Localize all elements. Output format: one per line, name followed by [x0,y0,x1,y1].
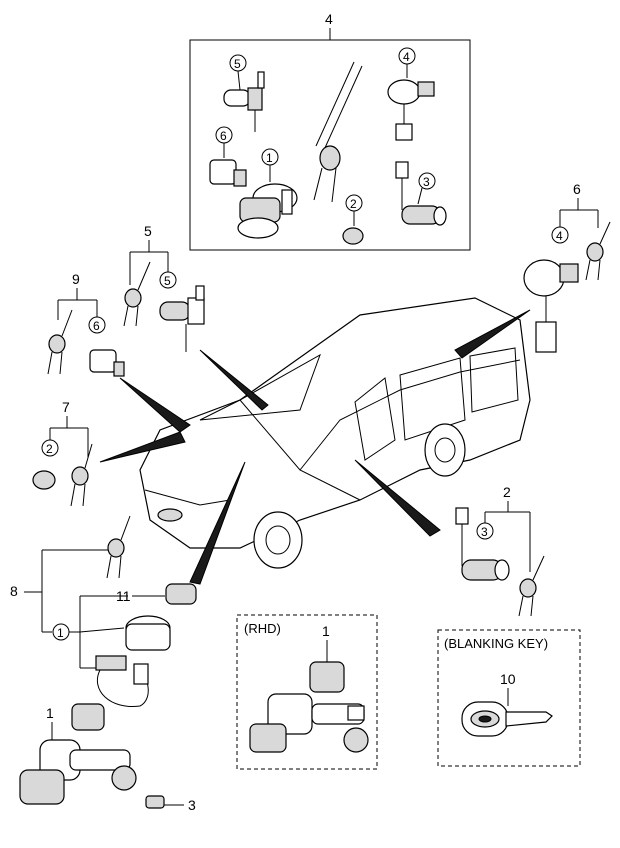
callout-2-sub: 2 [46,442,53,456]
callout-5-sub: 5 [164,274,171,288]
callout-4-box: 4 [403,50,410,64]
key-icon [585,221,611,281]
vehicle-minivan-illustration [139,297,531,569]
callout-1-sub: 1 [57,626,64,640]
key-icon [106,515,131,579]
steering-lock-assembly-icon [19,703,137,805]
group-6: 6 4 [523,181,611,353]
ignition-lock-assembly-icon [237,183,298,239]
key-icon [123,261,151,327]
callout-1-bottom: 1 [46,705,54,721]
callout-1-rhd: 1 [322,623,330,639]
callout-4-sub: 4 [556,229,563,243]
key-icon [47,309,73,375]
tailgate-lock-icon [387,79,435,141]
callout-11: 11 [116,588,131,604]
group-5: 5 5 [123,223,205,352]
callout-9: 9 [72,271,80,287]
tailgate-lock-icon [523,259,579,353]
switch-connector-icon [145,795,165,809]
callout-6-box: 6 [220,129,227,143]
master-key-icon [313,61,363,203]
key-icon [518,555,545,617]
door-lock-cylinder-icon [223,71,265,132]
group-9: 9 6 [47,271,125,377]
callout-6: 6 [573,181,581,197]
glove-box-lock-icon [342,227,364,245]
callout-3-box: 3 [423,175,430,189]
rhd-title: (RHD) [244,621,281,636]
callout-2-box: 2 [350,197,357,211]
ignition-switch-icon [95,583,197,707]
callout-5: 5 [144,223,152,239]
group-7: 7 2 [32,399,93,507]
callout-2: 2 [503,484,511,500]
callout-5-box: 5 [234,57,241,71]
blanking-key-icon [461,701,553,737]
callout-3-sub: 3 [481,525,488,539]
callout-1-box: 1 [266,151,273,165]
door-lock-cylinder-icon [455,507,510,581]
callout-3-bottom: 3 [188,797,196,813]
callout-8: 8 [10,583,18,599]
callout-10: 10 [500,671,516,687]
rhd-ignition-lock-icon [249,661,369,753]
door-lock-cylinder-icon [159,285,205,352]
top-assembly-box: 4 5 6 1 [189,11,471,251]
callout-6-sub: 6 [93,319,100,333]
group-2: 2 3 [455,484,545,617]
rhd-box: (RHD) 1 [236,614,378,770]
door-lock-cylinder-icon [395,161,447,226]
callout-4-top: 4 [325,11,333,27]
group-8: 8 1 11 [10,515,197,707]
glove-box-lock-icon [32,470,56,490]
blanking-key-title: (BLANKING KEY) [444,636,548,651]
trunk-lock-icon [89,349,125,377]
key-icon [70,443,93,507]
trunk-lock-icon [209,159,247,187]
bottom-assembly: 1 3 [19,703,196,813]
callout-7: 7 [62,399,70,415]
pointer-wedges [99,309,531,585]
blanking-key-box: (BLANKING KEY) 10 [437,629,581,767]
